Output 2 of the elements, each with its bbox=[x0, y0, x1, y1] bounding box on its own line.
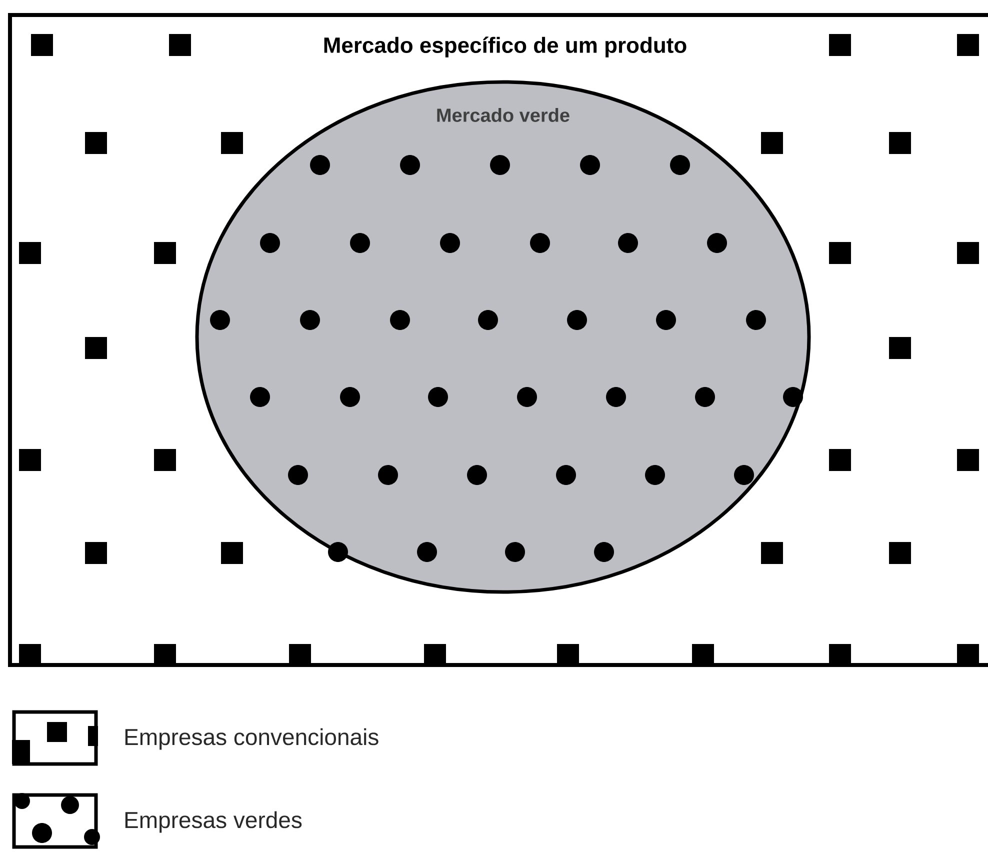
legend-text: Empresas convencionais bbox=[125, 728, 378, 750]
legend-text: Empresas verdes bbox=[125, 811, 302, 833]
